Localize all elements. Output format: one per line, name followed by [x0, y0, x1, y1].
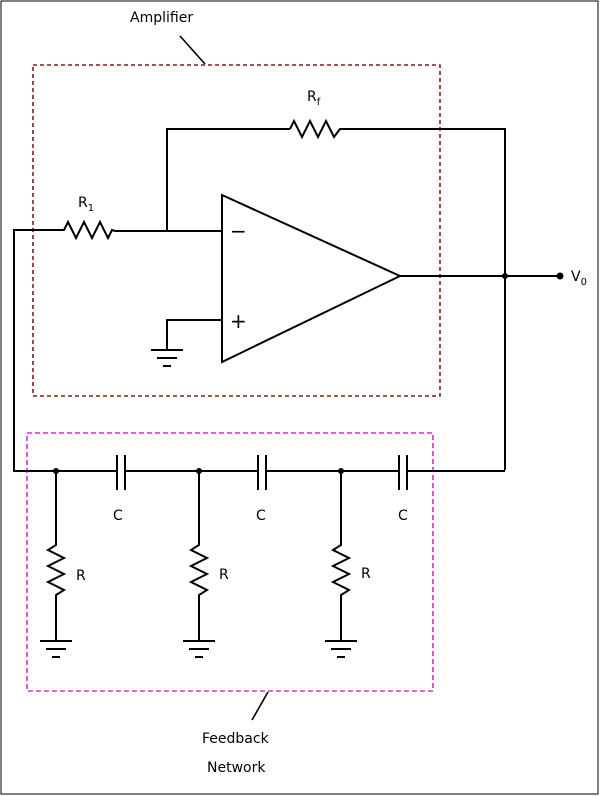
ground-symbol-2	[183, 640, 215, 658]
resistor-2-label: R	[219, 567, 229, 583]
resistor-r1	[13, 219, 116, 241]
wire-rf-left	[166, 128, 290, 231]
capacitor-3-label: C	[398, 508, 408, 524]
feedback-network-box	[26, 432, 434, 692]
resistor-1-label: R	[76, 568, 86, 584]
resistor-shunt-1	[45, 471, 67, 640]
output-junction	[502, 273, 508, 279]
wire-rf-right	[344, 128, 506, 470]
feedback-label-line2: Network	[207, 760, 266, 776]
capacitor-1-label: C	[113, 508, 123, 524]
resistor-3-label: R	[361, 566, 371, 582]
resistor-shunt-2	[188, 471, 210, 640]
output-terminal	[556, 272, 564, 280]
inverting-input-sign: −	[230, 219, 247, 243]
wire-non-inverting-ground	[166, 319, 222, 350]
r1-label: R1	[78, 195, 94, 214]
op-amp	[221, 193, 403, 364]
non-inverting-input-sign: +	[230, 309, 247, 333]
rf-label: Rf	[307, 89, 321, 108]
resistor-rf	[289, 118, 344, 140]
amplifier-pointer	[179, 35, 206, 65]
capacitor-2	[257, 455, 267, 490]
capacitor-3	[398, 455, 408, 490]
capacitor-1	[116, 455, 126, 490]
feedback-pointer	[251, 691, 269, 721]
ground-symbol-1	[40, 640, 72, 658]
capacitor-2-label: C	[256, 508, 266, 524]
resistor-shunt-3	[330, 471, 352, 640]
v0-label: V0	[571, 269, 587, 288]
wire-return-left	[13, 230, 56, 472]
amplifier-label: Amplifier	[130, 10, 193, 26]
feedback-label-line1: Feedback	[202, 731, 270, 747]
ground-symbol-3	[325, 640, 357, 658]
ground-symbol-amp	[151, 349, 183, 367]
